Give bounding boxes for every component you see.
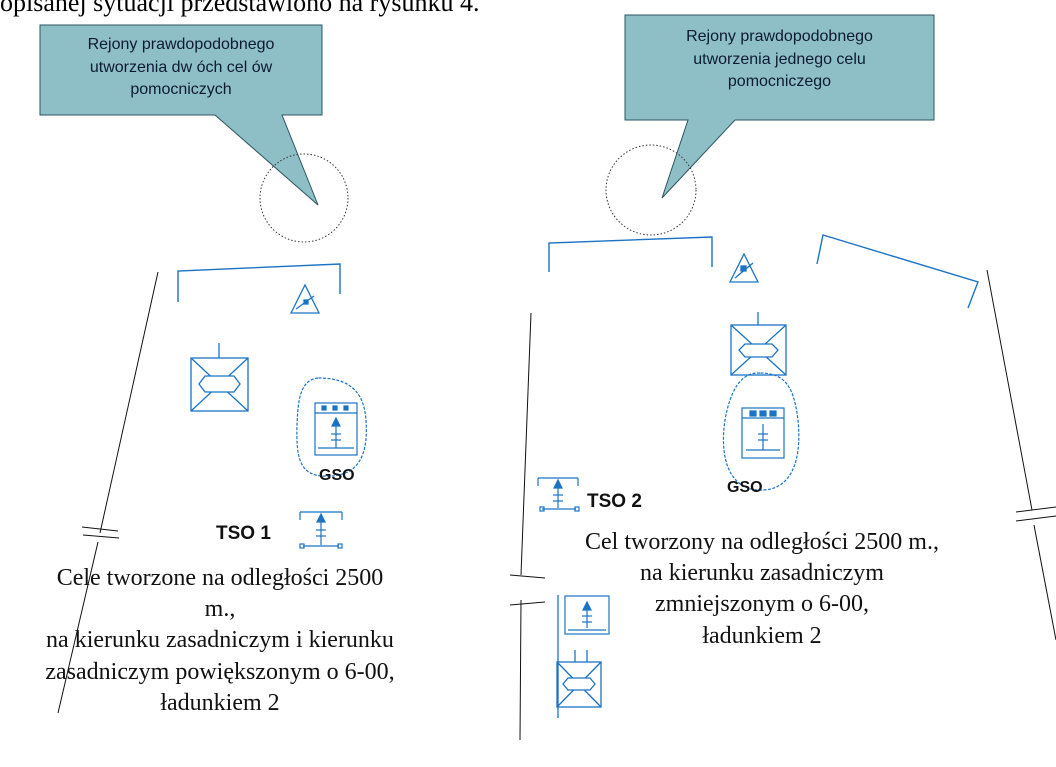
bottom-observer-icon	[564, 595, 610, 635]
caption-left: Cele tworzone na odległości 2500 m., na …	[40, 563, 400, 719]
caption-right-line: na kierunku zasadniczym	[640, 560, 884, 587]
callout-right-line: pomocniczego	[727, 73, 832, 91]
gso-right-battery-icon	[722, 372, 800, 491]
caption-left-line: zasadniczym powiększonym o 6-00,	[45, 658, 395, 685]
gso-right-label: GSO	[727, 479, 763, 496]
caption-right-line: zmniejszonym o 6-00,	[655, 591, 869, 618]
callout-left-line: utworzenia dw óch cel ów	[89, 58, 273, 76]
tso2-label: TSO 2	[587, 491, 642, 512]
target-area-circle-right	[605, 144, 697, 236]
callout-left-text: Rejony prawdopodobnego utworzenia dw óch…	[40, 34, 322, 102]
tso1-label: TSO 1	[216, 523, 271, 544]
fire-sector-brackets	[177, 234, 979, 309]
caption-left-line: ładunkiem 2	[160, 689, 280, 716]
tso1-observer-icon	[299, 511, 343, 549]
command-post-bottom-icon	[556, 595, 602, 718]
caption-right-line: Cel tworzony na odległości 2500 m.,	[585, 529, 939, 555]
caption-right: Cel tworzony na odległości 2500 m., na k…	[542, 527, 982, 652]
callout-right-bubble	[624, 14, 935, 199]
caption-left-line: na kierunku zasadniczym i kierunku	[46, 627, 394, 654]
tso2-observer-icon	[537, 477, 580, 512]
caption-right-line: ładunkiem 2	[702, 622, 822, 649]
command-post-right-icon	[730, 312, 787, 376]
page-text-line: opisanej sytuacji przedstawiono na rysun…	[0, 0, 480, 17]
observation-post-left-icon	[289, 283, 321, 314]
caption-left-line: Cele tworzone na odległości 2500 m.,	[56, 565, 384, 623]
gso-left-battery-icon	[296, 377, 367, 477]
callout-right-line: Rejony prawdopodobnego	[686, 28, 873, 45]
callout-right-line: utworzenia jednego celu	[693, 50, 866, 68]
callout-left-line: Rejony prawdopodobnego	[87, 36, 275, 53]
callout-left-line: pomocniczych	[130, 81, 232, 99]
callout-right-text: Rejony prawdopodobnego utworzenia jedneg…	[625, 26, 934, 94]
command-post-left-icon	[190, 343, 249, 412]
callout-left-bubble	[39, 24, 323, 206]
sector-lines	[57, 269, 1056, 741]
observation-post-right-icon	[728, 252, 760, 283]
target-area-circle-left	[259, 153, 349, 243]
gso-left-label: GSO	[319, 467, 355, 484]
